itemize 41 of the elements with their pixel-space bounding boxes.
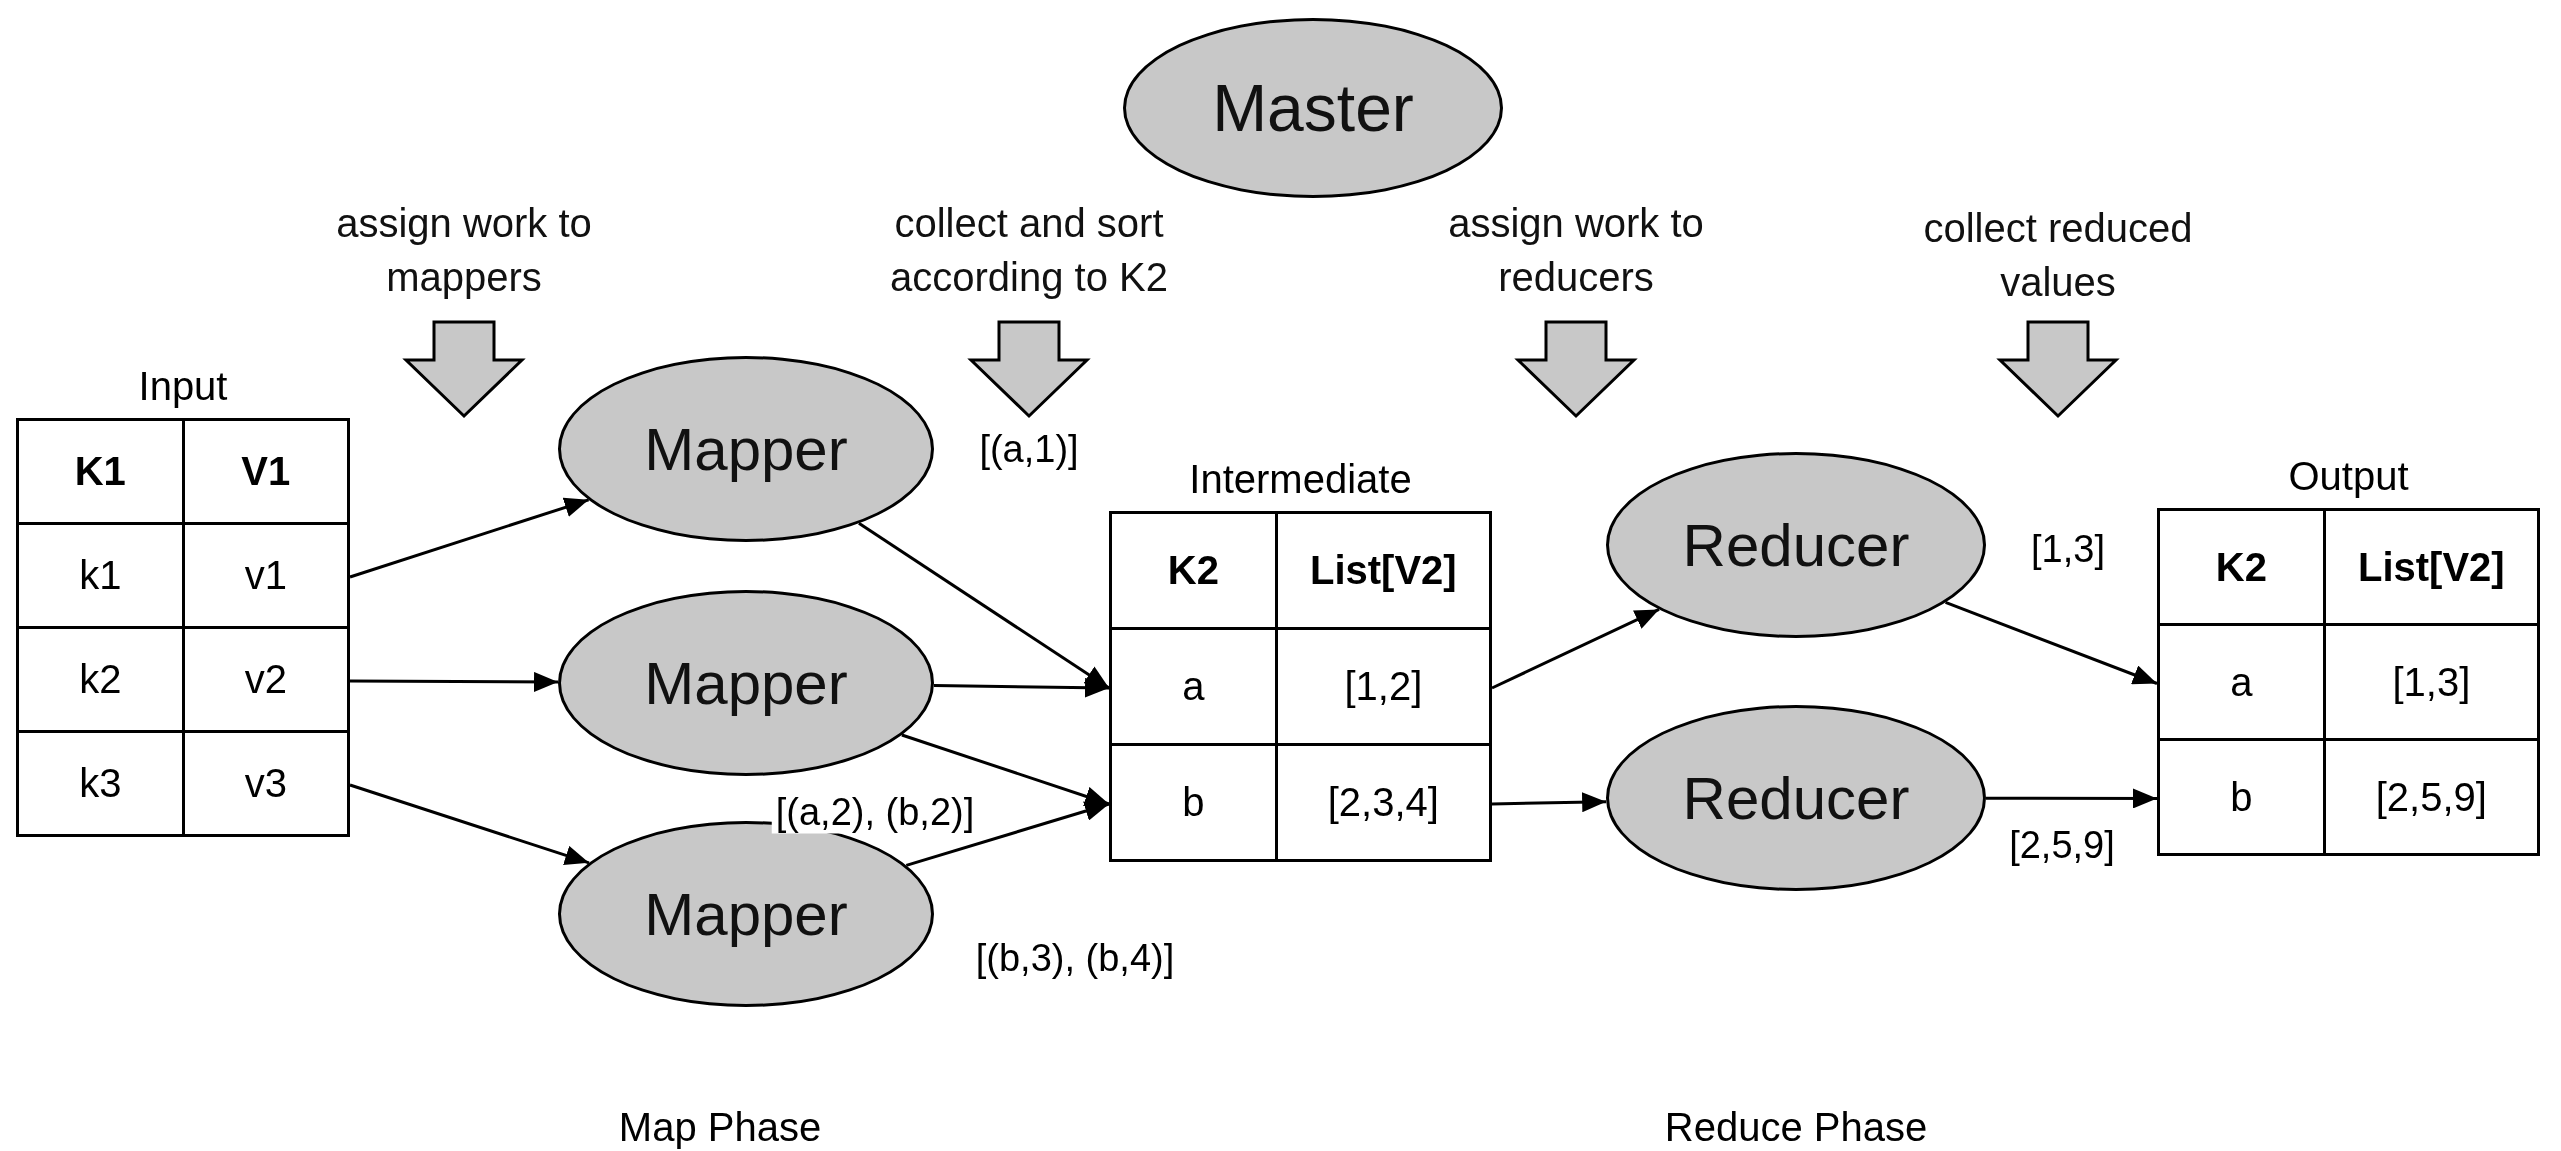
step-caption: collect and sort according to K2	[889, 200, 1169, 301]
arrow	[1945, 600, 2158, 685]
table-cell: b	[2157, 738, 2326, 856]
arrow	[905, 801, 1110, 867]
step-caption: assign work to reducers	[1447, 200, 1705, 301]
table-heading: Output	[2287, 453, 2410, 500]
table-row	[16, 629, 350, 733]
arrow	[349, 497, 590, 579]
phase-label: Map Phase	[618, 1104, 822, 1151]
arrow	[1986, 788, 2157, 809]
step-caption: collect reduced values	[1922, 205, 2194, 306]
table-row	[16, 421, 350, 525]
header-cell: K1	[16, 418, 185, 525]
node-label: Master	[1212, 70, 1414, 146]
table-row	[16, 525, 350, 629]
table-cell: k3	[16, 730, 185, 837]
table-row	[2157, 741, 2540, 856]
arrow	[1491, 792, 1607, 813]
table-row	[2157, 511, 2540, 626]
phase-label: Reduce Phase	[1664, 1104, 1928, 1151]
header-cell: K2	[2157, 508, 2326, 626]
arrow	[349, 783, 590, 865]
node-label: Mapper	[644, 648, 848, 718]
table-row	[1109, 630, 1492, 746]
table-heading: Input	[137, 363, 229, 410]
node-label: Mapper	[644, 879, 848, 949]
table-cell: b	[1109, 743, 1278, 862]
table-row	[1109, 746, 1492, 862]
arrow	[933, 677, 1110, 698]
table-row	[2157, 626, 2540, 741]
node-label: Mapper	[644, 414, 848, 484]
table-heading: Intermediate	[1188, 456, 1413, 503]
table-row	[1109, 514, 1492, 630]
node-label: Reducer	[1682, 510, 1910, 580]
step-caption: assign work to mappers	[335, 200, 593, 301]
node-label: Reducer	[1682, 763, 1910, 833]
arrow	[901, 733, 1110, 806]
header-cell: K2	[1109, 511, 1278, 630]
table-row	[16, 733, 350, 837]
arrow	[1491, 608, 1660, 690]
arrow	[350, 671, 558, 692]
